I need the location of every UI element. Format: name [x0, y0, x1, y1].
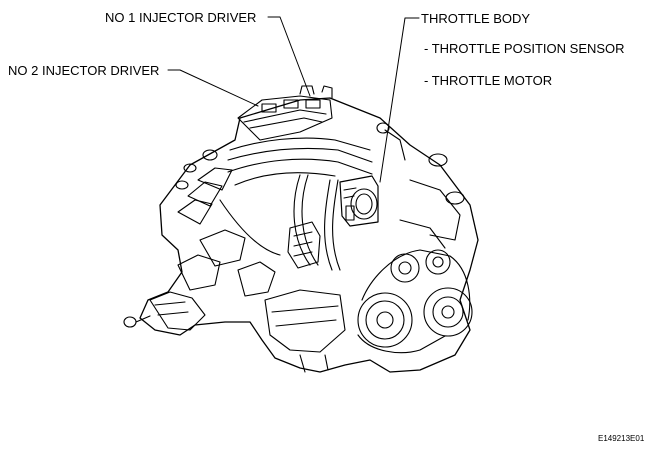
lower-block: [264, 289, 346, 373]
pulleys: [357, 249, 473, 354]
label-throttle-position-sensor: - THROTTLE POSITION SENSOR: [424, 41, 625, 56]
label-no1-injector-driver: NO 1 INJECTOR DRIVER: [105, 10, 257, 25]
leader-no2-injector-driver: [167, 69, 259, 107]
leader-lines: [167, 16, 420, 183]
engine-block: [139, 85, 479, 373]
figure-code: E149213E01: [598, 434, 645, 443]
label-no2-injector-driver: NO 2 INJECTOR DRIVER: [8, 63, 160, 78]
label-throttle-body: THROTTLE BODY: [421, 11, 531, 26]
left-side-parts: [123, 149, 321, 331]
right-side-parts: [376, 122, 465, 249]
leader-no1-injector-driver: [267, 16, 311, 97]
leader-throttle-body: [379, 17, 420, 183]
label-throttle-motor: - THROTTLE MOTOR: [424, 73, 553, 88]
throttle-body-part: [339, 175, 379, 227]
